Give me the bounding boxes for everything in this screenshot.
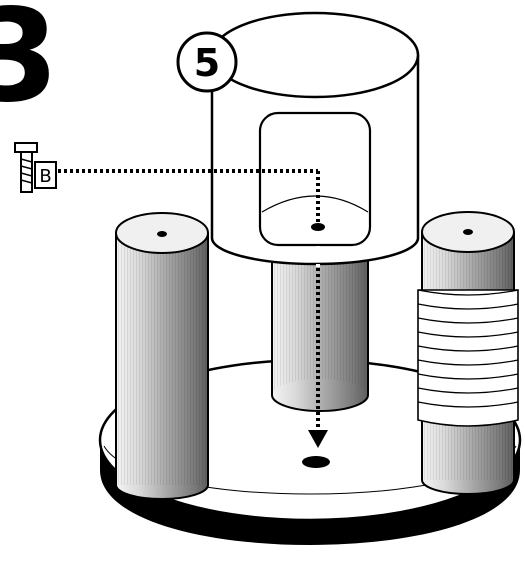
fastener-label: B <box>39 166 51 187</box>
screw-icon: B <box>14 142 57 193</box>
arrow-down-icon <box>308 240 328 448</box>
part-callout: 5 <box>176 31 238 93</box>
step-number: 3 <box>0 0 59 131</box>
mounting-hole <box>302 456 330 468</box>
cylinder-part <box>210 11 420 266</box>
cylinder-window <box>258 111 372 247</box>
guide-line <box>58 169 320 222</box>
left-column <box>115 212 209 500</box>
coil-wrap <box>417 289 519 427</box>
part-number: 5 <box>194 41 220 85</box>
